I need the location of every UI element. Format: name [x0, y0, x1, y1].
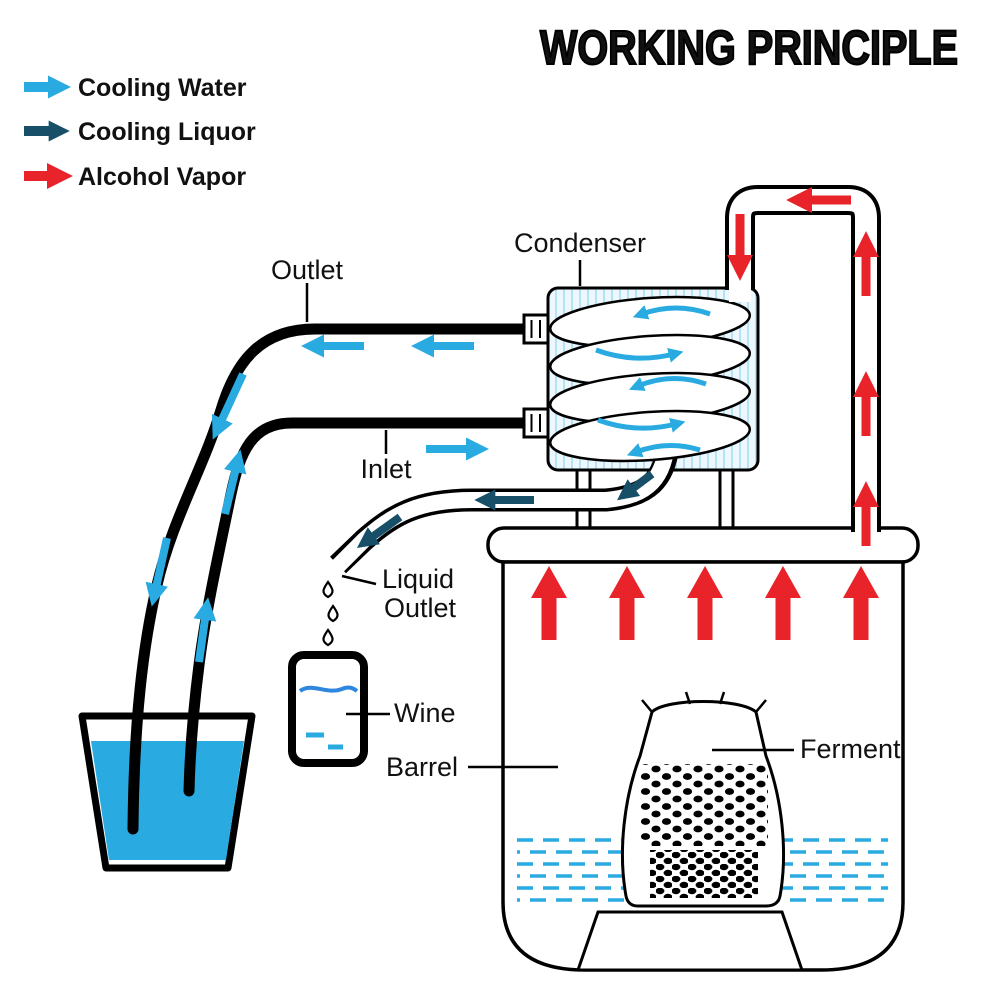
legend: Cooling Water Cooling Liquor Alcohol Vap… — [24, 74, 256, 191]
cooling-water-bucket — [78, 712, 256, 872]
barrel — [486, 466, 920, 972]
inlet-tube — [183, 417, 532, 797]
condenser-leg-right — [718, 466, 735, 536]
page-title: WORKING PRINCIPLE — [540, 22, 958, 75]
bag-dots-lower — [650, 850, 758, 898]
bag-crinkles — [641, 691, 767, 713]
ferment-bag — [621, 691, 785, 908]
legend-label-cooling-liquor: Cooling Liquor — [78, 118, 256, 146]
legend-label-alcohol-vapor: Alcohol Vapor — [78, 163, 246, 191]
leader-lines — [305, 260, 794, 769]
legend-item-cooling-water: Cooling Water — [24, 74, 247, 102]
cooling-water-arrows — [145, 334, 489, 663]
legend-label-cooling-water: Cooling Water — [78, 74, 247, 102]
bucket-water — [91, 741, 244, 860]
cooling-water-tubes — [127, 313, 550, 835]
label-liquid-outlet-line1: Liquid — [382, 564, 454, 594]
label-ferment: Ferment — [800, 734, 901, 764]
alcohol-vapor-tube — [725, 185, 881, 546]
bag-dots-upper — [640, 764, 768, 846]
condenser-fittings — [522, 313, 550, 439]
label-outlet: Outlet — [271, 255, 344, 285]
ferment-stand — [575, 910, 805, 972]
wine-surface — [298, 685, 359, 693]
condenser-coil — [548, 295, 752, 463]
label-liquid-outlet-line2: Outlet — [384, 593, 457, 623]
coil-flow-arrows — [595, 305, 711, 458]
label-condenser: Condenser — [514, 228, 646, 258]
outlet-tube — [127, 323, 532, 835]
drips — [322, 580, 339, 647]
wine-marks — [306, 732, 343, 750]
wine-glass — [288, 651, 368, 767]
legend-item-cooling-liquor: Cooling Liquor — [24, 118, 256, 146]
label-inlet: Inlet — [360, 454, 412, 484]
label-barrel: Barrel — [386, 752, 458, 782]
vapor-flow-arrows — [727, 187, 879, 546]
label-wine: Wine — [394, 698, 456, 728]
condenser — [328, 286, 760, 576]
liquor-flow-arrows — [356, 470, 655, 548]
legend-item-alcohol-vapor: Alcohol Vapor — [24, 163, 246, 191]
barrel-lid — [486, 526, 920, 564]
